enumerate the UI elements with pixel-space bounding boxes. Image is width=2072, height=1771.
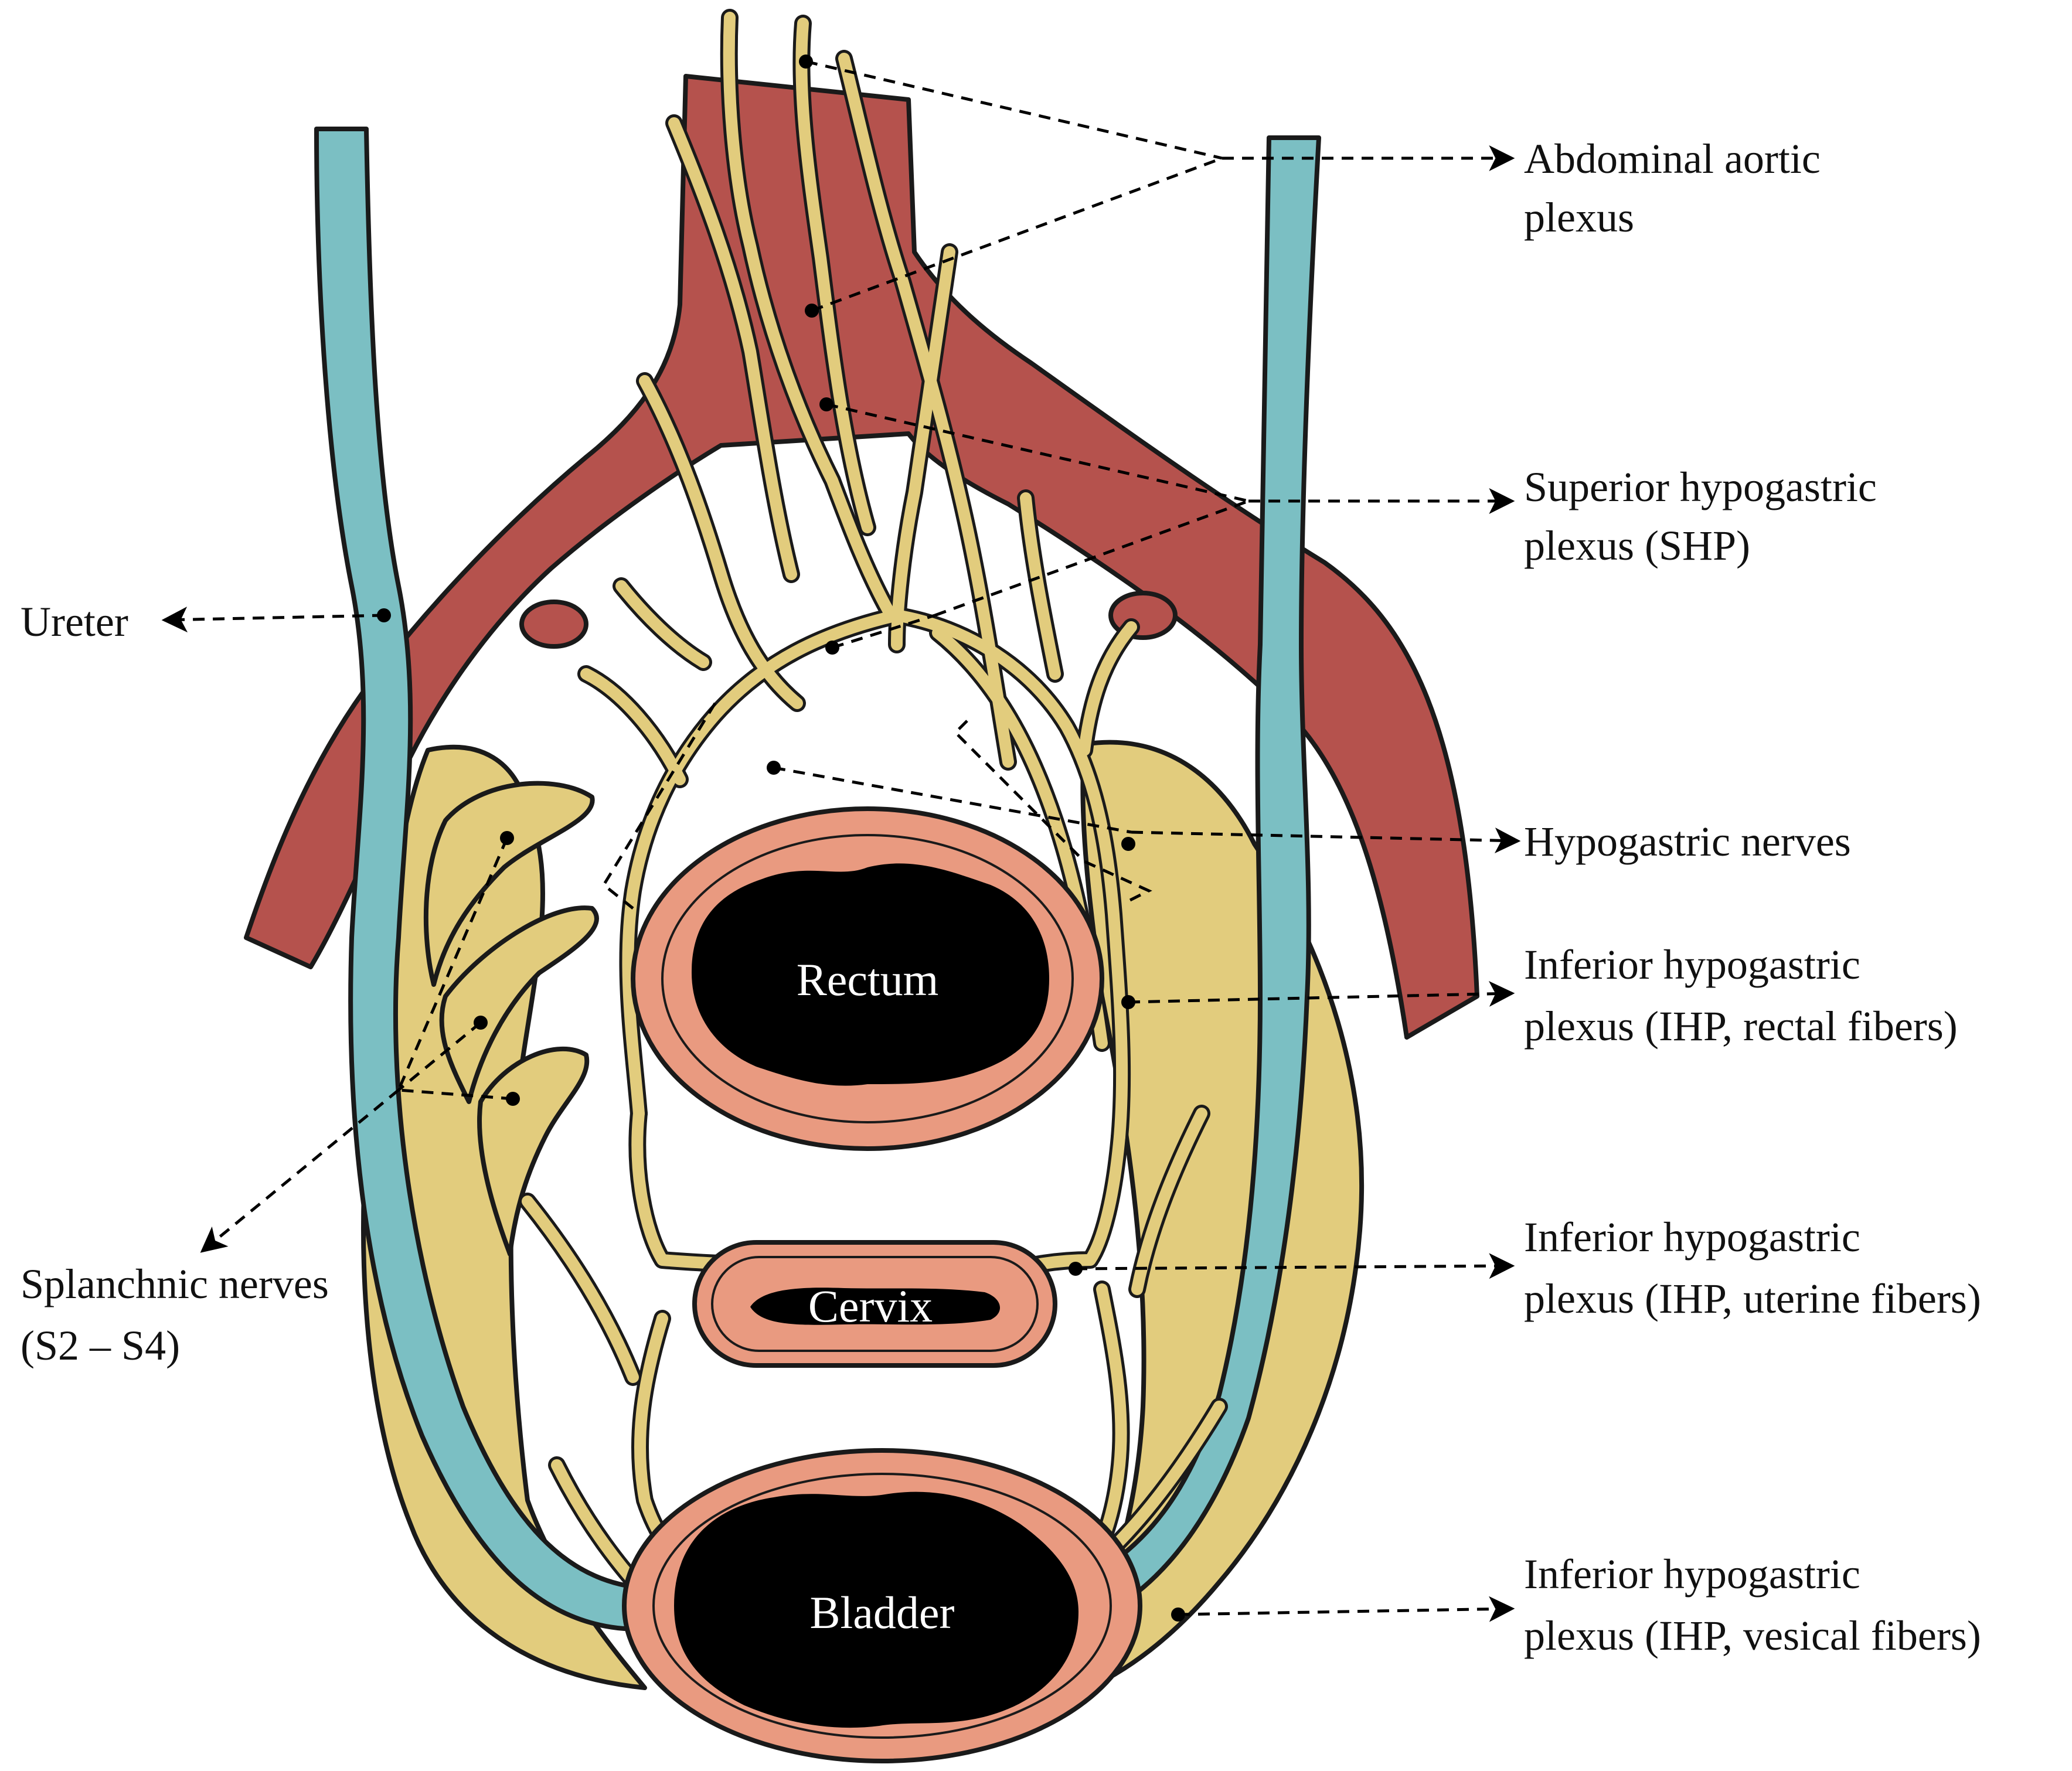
cervix: Cervix	[692, 1240, 1057, 1368]
aortic-plexus-point	[805, 304, 819, 318]
label-abdominal-aortic-plexus: Abdominal aortic plexus	[1524, 135, 1831, 241]
label-ureter: Ureter	[21, 598, 128, 645]
organs: Rectum Cervix Bladder	[622, 806, 1142, 1763]
rectum: Rectum	[631, 806, 1104, 1151]
label-ihp-rectal: Inferior hypogastric plexus (IHP, rectal…	[1524, 941, 1958, 1050]
annotation-labels: Abdominal aortic plexus Superior hypogas…	[21, 135, 1981, 1659]
splanchnic-point	[474, 1016, 488, 1030]
aorta	[244, 74, 1479, 1040]
splanchnic-lobe-upper	[423, 781, 595, 987]
ureter-point	[377, 608, 391, 622]
arteries	[244, 74, 1479, 1040]
rectum-label: Rectum	[797, 954, 939, 1005]
aortic-plexus-point	[799, 55, 813, 69]
bladder-lumen	[674, 1491, 1078, 1728]
cervix-label: Cervix	[808, 1280, 933, 1331]
splanchnic-lobe-middle	[439, 905, 599, 1104]
ihp-vesical-point	[1171, 1607, 1185, 1622]
label-superior-hypogastric-plexus: Superior hypogastric plexus (SHP)	[1524, 464, 1887, 569]
shp-point	[819, 397, 833, 411]
ihp-uterine-point	[1069, 1262, 1083, 1276]
cervix-wall-ring	[711, 1256, 1039, 1352]
rectum-wall-ring	[661, 834, 1074, 1123]
bladder-wall-ring	[652, 1473, 1112, 1739]
bladder: Bladder	[622, 1448, 1142, 1763]
leader-lines	[161, 55, 1521, 1622]
label-hypogastric-nerves: Hypogastric nerves	[1524, 818, 1851, 865]
rectum-lumen	[692, 863, 1049, 1086]
bladder-label: Bladder	[810, 1587, 955, 1638]
left-vessel-bump	[519, 600, 588, 649]
cervix-lumen	[750, 1288, 1001, 1325]
label-ihp-vesical: Inferior hypogastric plexus (IHP, vesica…	[1524, 1551, 1981, 1659]
label-splanchnic-nerves: Splanchnic nerves (S2 – S4)	[21, 1261, 339, 1369]
hypogastric-nerves-point	[1121, 837, 1135, 851]
label-ihp-uterine: Inferior hypogastric plexus (IHP, uterin…	[1524, 1214, 1981, 1322]
splanchnic-point	[506, 1092, 520, 1106]
ihp-rectal-point	[1121, 995, 1135, 1009]
hypogastric-nerves-point	[767, 761, 781, 775]
splanchnic-point	[500, 831, 514, 845]
